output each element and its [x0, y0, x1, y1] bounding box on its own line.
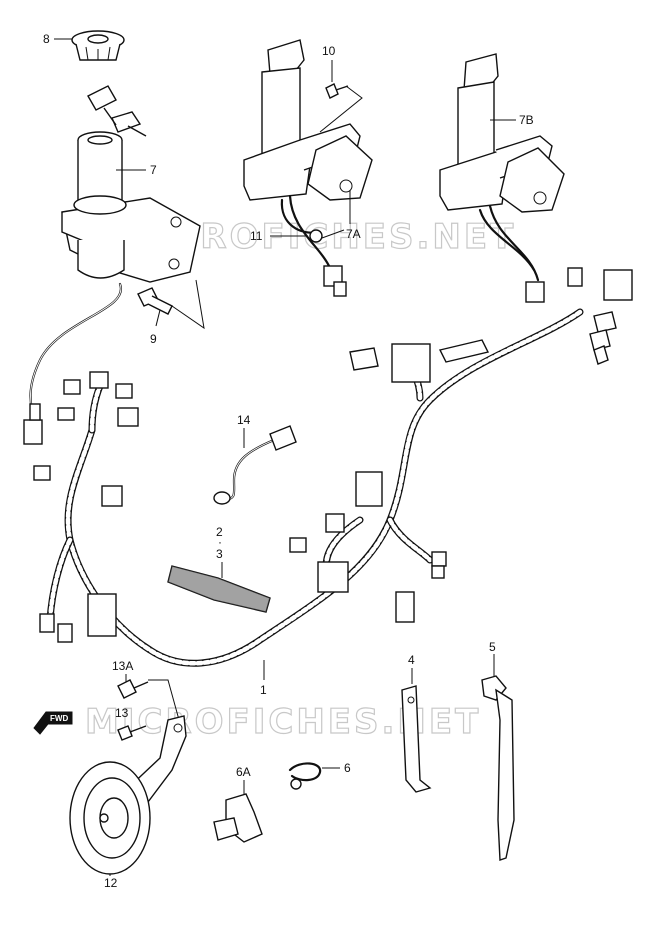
part-label-7a: 7A	[346, 227, 361, 241]
connector	[23, 419, 43, 445]
part-label-3: 3	[216, 547, 223, 561]
cable-band-icon	[481, 675, 515, 861]
handlebar-switch-7a-icon	[243, 39, 373, 297]
tape-icon	[167, 565, 271, 613]
key-icon	[87, 85, 147, 137]
bolt-13-icon	[117, 725, 147, 741]
part-label-1: 1	[260, 683, 267, 697]
leader-9b	[171, 279, 205, 330]
sub-harness-14-icon	[213, 425, 297, 505]
bolt-icon	[137, 287, 173, 315]
part-label-13: 13	[115, 706, 129, 720]
part-label-7b: 7B	[519, 113, 534, 127]
part-label-12: 12	[104, 876, 118, 890]
part-label-6a: 6A	[236, 765, 251, 779]
label-dot: ·	[218, 535, 222, 549]
washer-icon	[309, 229, 323, 243]
watermark-bottom: MICROFICHES.NET	[85, 702, 481, 742]
part-label-9: 9	[150, 332, 157, 346]
leader-10b	[319, 85, 363, 133]
part-label-5: 5	[489, 640, 496, 654]
part-label-8: 8	[43, 32, 50, 46]
clamp-4-icon	[401, 685, 432, 793]
part-label-4: 4	[408, 653, 415, 667]
part-label-11: 11	[250, 229, 263, 243]
connector-cluster-right	[567, 267, 633, 365]
part-label-2: 2	[216, 525, 223, 539]
part-label-10: 10	[322, 44, 336, 58]
part-label-14: 14	[237, 413, 251, 427]
wiring-harness-icon	[33, 308, 584, 667]
part-label-7: 7	[150, 163, 157, 177]
clamp-6-icon	[288, 762, 322, 790]
fwd-badge: FWD	[50, 714, 68, 723]
grommet-icon	[71, 30, 125, 61]
ignition-switch-icon	[61, 85, 201, 283]
handlebar-switch-7b-icon	[439, 53, 565, 303]
part-label-6: 6	[344, 761, 351, 775]
part-label-13a: 13A	[112, 659, 133, 673]
clamp-6a-icon	[213, 793, 263, 843]
bolt-13a-icon	[117, 679, 149, 699]
leader-9	[155, 309, 161, 327]
screw-icon	[325, 83, 349, 99]
forward-arrow-icon: FWD	[33, 711, 73, 735]
